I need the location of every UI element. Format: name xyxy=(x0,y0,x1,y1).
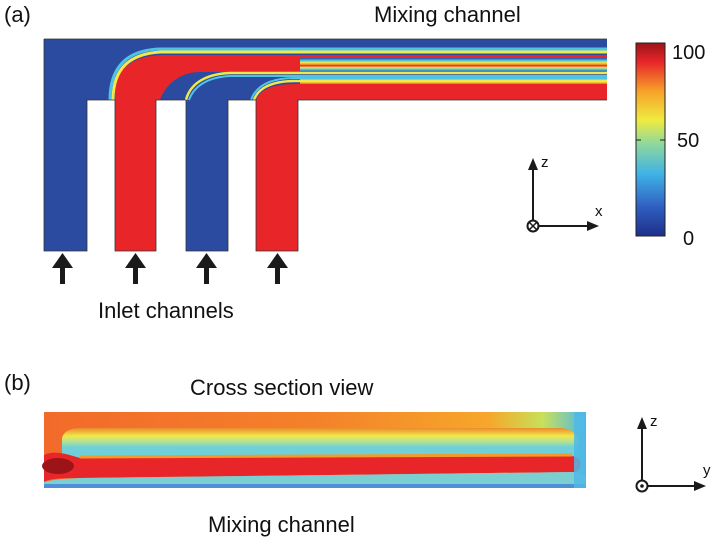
inlet-arrows xyxy=(52,253,288,284)
cross-section-bottom-stream xyxy=(44,452,581,482)
panel-a-title: Mixing channel xyxy=(374,2,521,27)
mixing-band-upper xyxy=(300,58,607,72)
inlet-arrow-2 xyxy=(125,253,146,284)
inlet-channel-2 xyxy=(115,100,156,251)
colorbar-tick-max: 100 xyxy=(672,42,706,64)
panel-b-title: Cross section view xyxy=(190,375,374,400)
cross-section-bottom-fringe-2 xyxy=(44,472,586,484)
panel-a-tag: (a) xyxy=(4,2,31,27)
mixing-geometry xyxy=(43,38,607,252)
channel-outline xyxy=(43,38,607,252)
stream-red-2 xyxy=(256,84,607,100)
colorbar xyxy=(635,42,666,237)
axis-z-label-b: z xyxy=(650,413,658,430)
cross-section-mid-band xyxy=(62,428,579,460)
axis-x-label-a: x xyxy=(595,203,603,220)
stream-blue-edge-outer xyxy=(188,75,607,101)
colorbar-tick-min: 0 xyxy=(683,228,695,250)
cross-section-left-core xyxy=(42,458,74,474)
axis-gizmo-yz xyxy=(635,417,706,493)
axis-z-label-a: z xyxy=(541,154,549,171)
axis-gizmo-xz xyxy=(526,158,599,233)
colorbar-tick-mid: 50 xyxy=(677,130,700,152)
panel-b-caption: Mixing channel xyxy=(208,512,355,537)
inlet-channel-1 xyxy=(44,39,87,251)
inlet-arrow-1 xyxy=(52,253,73,284)
stream-red-2-edge xyxy=(252,79,607,101)
stream-red-1-edge xyxy=(111,50,607,101)
inlet-channels-label: Inlet channels xyxy=(98,298,234,323)
axis-y-label-b: y xyxy=(703,462,711,479)
inlet-arrow-4 xyxy=(267,253,288,284)
stream-red-2-edge-outer xyxy=(250,77,607,101)
inlet-channel-3 xyxy=(186,100,228,251)
cross-section-bottom-edge xyxy=(79,453,573,459)
stream-blue-edge xyxy=(184,71,607,101)
inlet-channel-4 xyxy=(256,100,298,251)
panel-b-tag: (b) xyxy=(4,370,31,395)
cross-section-plot xyxy=(42,412,586,488)
inlet-arrow-3 xyxy=(196,253,217,284)
cross-section-right-edge xyxy=(574,412,586,488)
stream-red-1-edge-outer xyxy=(108,47,607,101)
